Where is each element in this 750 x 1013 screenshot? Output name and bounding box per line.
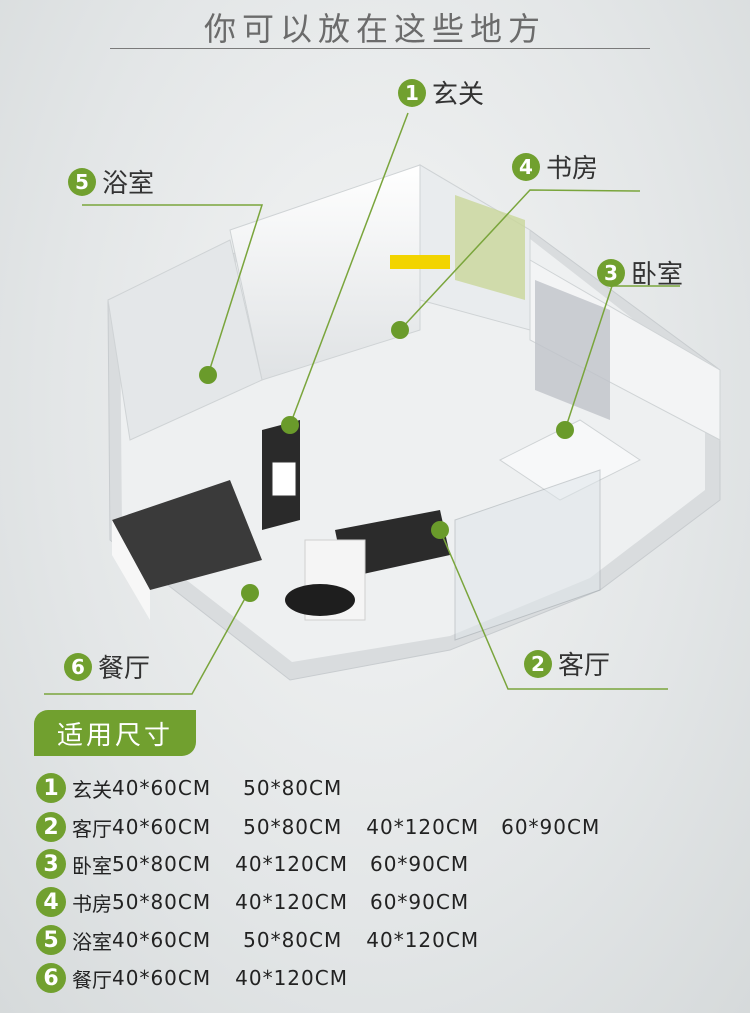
entry-frame	[271, 461, 297, 497]
page-title: 你可以放在这些地方	[203, 10, 546, 48]
number-icon: 1	[36, 773, 66, 803]
size-value: 40*60CM	[112, 966, 212, 990]
size-row: 6 餐厅 40*60CM 40*120CM	[36, 962, 348, 994]
callout-label: 客厅	[558, 651, 611, 681]
size-value: 60*90CM	[369, 852, 470, 876]
number-icon: 5	[36, 925, 66, 955]
study-curtain	[455, 195, 525, 300]
kitchen-counter	[112, 480, 262, 590]
size-row: 4 书房 50*80CM 40*120CM 60*90CM	[36, 886, 469, 918]
study-desk	[390, 255, 450, 269]
number-icon: 4	[512, 152, 540, 181]
size-value: 50*80CM	[112, 852, 212, 876]
callout-study: 4 书房	[512, 148, 598, 185]
callout-label: 餐厅	[98, 654, 151, 684]
leader-line-5	[82, 204, 264, 376]
number-icon: 2	[36, 812, 66, 842]
sizes-heading: 适用尺寸	[34, 710, 196, 756]
size-value: 40*120CM	[366, 928, 480, 952]
size-row: 5 浴室 40*60CM 50*80CM 40*120CM	[36, 924, 479, 956]
title-divider	[110, 48, 650, 49]
callout-label: 卧室	[631, 260, 684, 290]
number-icon: 5	[68, 167, 96, 196]
bedroom-bed	[499, 419, 641, 501]
dot-dining	[241, 584, 259, 602]
kitchen-cabinets	[112, 520, 150, 620]
size-row: 1 玄关 40*60CM 50*80CM	[36, 772, 342, 804]
size-value: 40*60CM	[112, 928, 212, 952]
dot-bedroom	[556, 421, 574, 439]
dot-bath	[199, 366, 217, 384]
glass-partition	[454, 469, 601, 641]
number-icon: 2	[524, 649, 552, 678]
size-value: 40*120CM	[235, 890, 348, 914]
number-icon: 6	[64, 652, 92, 681]
callout-dining: 6 餐厅	[64, 648, 150, 685]
callout-bedroom: 3 卧室	[597, 254, 683, 291]
floorplan-illustration	[44, 112, 721, 695]
size-value: 50*80CM	[243, 815, 343, 839]
size-room: 浴室	[72, 929, 112, 954]
size-row: 3 卧室 50*80CM 40*120CM 60*90CM	[36, 848, 469, 880]
size-value: 60*90CM	[369, 890, 470, 914]
callout-entrance: 1 玄关	[398, 74, 484, 111]
leader-line-2	[439, 529, 668, 690]
size-value: 40*120CM	[366, 815, 480, 839]
size-value: 40*120CM	[235, 966, 348, 990]
dot-entrance	[281, 416, 299, 434]
size-row: 2 客厅 40*60CM 50*80CM 40*120CM 60*90CM	[36, 811, 600, 843]
bedroom-curtain	[535, 280, 610, 420]
number-icon: 1	[398, 78, 426, 107]
size-value: 50*80CM	[243, 928, 343, 952]
size-value: 40*60CM	[112, 815, 212, 839]
size-room: 卧室	[72, 853, 112, 878]
number-icon: 4	[36, 887, 66, 917]
size-room: 餐厅	[72, 967, 112, 992]
wall-back-left	[229, 164, 421, 381]
dot-living	[431, 521, 449, 539]
number-icon: 3	[36, 849, 66, 879]
leader-line-4	[399, 189, 641, 331]
size-room: 玄关	[72, 777, 112, 802]
size-value: 40*60CM	[112, 776, 212, 800]
leader-line-1	[289, 112, 409, 426]
size-value: 50*80CM	[243, 776, 343, 800]
callout-label: 书房	[546, 154, 599, 184]
size-value: 50*80CM	[112, 890, 212, 914]
size-room: 客厅	[72, 816, 112, 841]
callout-bath: 5 浴室	[68, 163, 154, 200]
number-icon: 3	[597, 258, 625, 287]
dot-study	[391, 321, 409, 339]
size-value: 40*120CM	[235, 852, 348, 876]
leader-line-6	[44, 592, 249, 695]
callout-living: 2 客厅	[524, 645, 610, 682]
size-room: 书房	[72, 891, 112, 916]
callout-label: 玄关	[432, 80, 485, 110]
size-value: 60*90CM	[501, 815, 601, 839]
number-icon: 6	[36, 963, 66, 993]
wall-bath	[107, 239, 263, 441]
dining-table	[285, 584, 355, 616]
callout-label: 浴室	[102, 169, 155, 199]
